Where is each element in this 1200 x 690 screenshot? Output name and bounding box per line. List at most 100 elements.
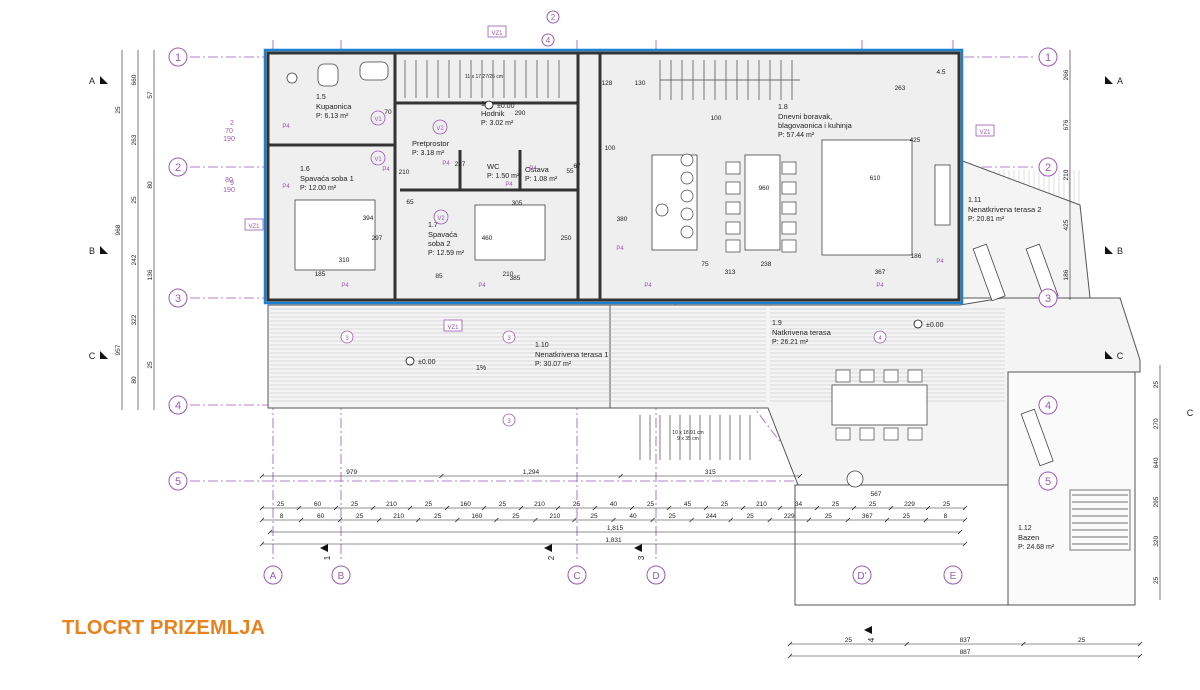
drawing-title: TLOCRT PRIZEMLJA: [62, 617, 266, 639]
section-arrow: [100, 246, 108, 254]
dim-value: 25: [943, 501, 951, 508]
window-tag-box: [443, 319, 463, 332]
room-name: Ostava: [525, 165, 550, 174]
dim-chain-7: 887: [787, 649, 1143, 659]
dim-value: 1,815: [607, 525, 624, 532]
room-wc: WCP: 1.50 m²: [487, 162, 520, 180]
room-number: 1.6: [300, 166, 310, 173]
dim-value: 25: [573, 501, 581, 508]
grid-marker-C: C: [567, 565, 587, 585]
dim-value: 25: [277, 501, 285, 508]
grid-marker-A: A: [263, 565, 283, 585]
section-arrow: [100, 76, 108, 84]
section-arrow: [1105, 76, 1113, 84]
dim-value: 186: [1063, 269, 1070, 280]
room-name: Hodnik: [481, 109, 505, 118]
dim-value: 640: [1153, 457, 1160, 468]
stair-label: 10 x 18.91 cm: [672, 430, 703, 436]
dim-value: 210: [756, 501, 767, 508]
dim-value: 25: [832, 501, 840, 508]
section-arrow: [1105, 246, 1113, 254]
room-name: Bazen: [1018, 533, 1039, 542]
dim-value: 968: [115, 224, 122, 235]
room-name: Spavaća: [428, 230, 458, 239]
dim-value: 25: [1153, 576, 1160, 584]
room-number: 1.5: [316, 94, 326, 101]
grid-marker-top: 4: [541, 33, 555, 47]
axis-ref-circle: [502, 330, 516, 344]
room-area: P: 12.00 m²: [300, 185, 337, 192]
inner-dim: 425: [910, 137, 921, 144]
room-area: P: 1.08 m²: [525, 176, 558, 183]
dim-value: 244: [706, 513, 717, 520]
room-name: Nenatkrivena terasa 1: [535, 350, 608, 359]
floor-code: P4: [616, 246, 624, 252]
dim-chain-4: 1,831: [259, 537, 968, 547]
room-name: Spavaća soba 1: [300, 174, 354, 183]
grid-letter: C: [573, 571, 580, 582]
inner-dim: 55: [566, 168, 574, 175]
dim-value: 367: [862, 513, 873, 520]
door-tag: V2: [436, 126, 444, 132]
section-mark-right: C: [1117, 351, 1124, 361]
grid-letter: D': [857, 571, 866, 582]
room-ostava: Ostava P: 1.08 m²: [525, 165, 558, 183]
floor-code: P4: [282, 124, 290, 130]
dim-value: 25: [425, 501, 433, 508]
grid-marker-2-right: 2: [1038, 157, 1058, 177]
dim-value: 25: [131, 196, 138, 204]
window-tag-box: [487, 25, 507, 38]
room-area: P: 30.07 m²: [535, 361, 572, 368]
dim-value: 210: [386, 501, 397, 508]
inner-dim: 130: [635, 80, 646, 87]
floor-code: P4: [282, 184, 290, 190]
room-name: Natkrivena terasa: [772, 328, 832, 337]
dim-value: 1,294: [523, 469, 540, 476]
grid-number: 2: [1045, 162, 1051, 174]
dim-value: 40: [610, 501, 618, 508]
axis-ref-circle: [340, 330, 354, 344]
dim-value: 295: [1153, 496, 1160, 507]
cut-arrow: [634, 544, 642, 552]
stair-label: 9 x 35 cm: [677, 436, 699, 442]
dim-value: 25: [668, 513, 676, 520]
inner-dim: 210: [399, 169, 410, 176]
dim-value: 210: [393, 513, 404, 520]
grid-number: 3: [175, 293, 181, 305]
opening-tag: 190: [223, 187, 235, 194]
dim-value: 160: [471, 513, 482, 520]
dim-value: 210: [549, 513, 560, 520]
section-mark-left: C: [89, 351, 96, 361]
grid-marker-E: E: [943, 565, 963, 585]
section-mark-left: A: [89, 76, 95, 86]
dim-value: 25: [903, 513, 911, 520]
room-area: P: 3.18 m²: [412, 150, 445, 157]
inner-dim: 85: [435, 273, 443, 280]
room-name: WC: [487, 162, 500, 171]
inner-dim: 310: [339, 257, 350, 264]
dim-value: 229: [904, 501, 915, 508]
window-tag: VZ1: [491, 31, 503, 37]
dim-value: 25: [647, 501, 655, 508]
window-tag-box: [244, 218, 264, 231]
axis-ref: 4: [878, 336, 882, 342]
inner-dim: 385: [510, 275, 521, 282]
inner-dim: 297: [372, 235, 383, 242]
dim-value: 210: [534, 501, 545, 508]
inner-dim: 263: [895, 85, 906, 92]
grid-number: 4: [546, 36, 551, 45]
grid-marker-B: B: [331, 565, 351, 585]
inner-dim: 4.5: [936, 69, 945, 76]
room-number: 1.7: [428, 222, 438, 229]
window-tag: VZ1: [979, 130, 991, 136]
grid-number: 1: [1045, 52, 1051, 64]
dim-value: 320: [1153, 535, 1160, 546]
inner-dim: 100: [605, 145, 616, 152]
inner-dim: 250: [561, 235, 572, 242]
room-number: 1.12: [1018, 525, 1032, 532]
dim-value: 60: [314, 501, 322, 508]
section-mark-right: B: [1117, 246, 1123, 256]
